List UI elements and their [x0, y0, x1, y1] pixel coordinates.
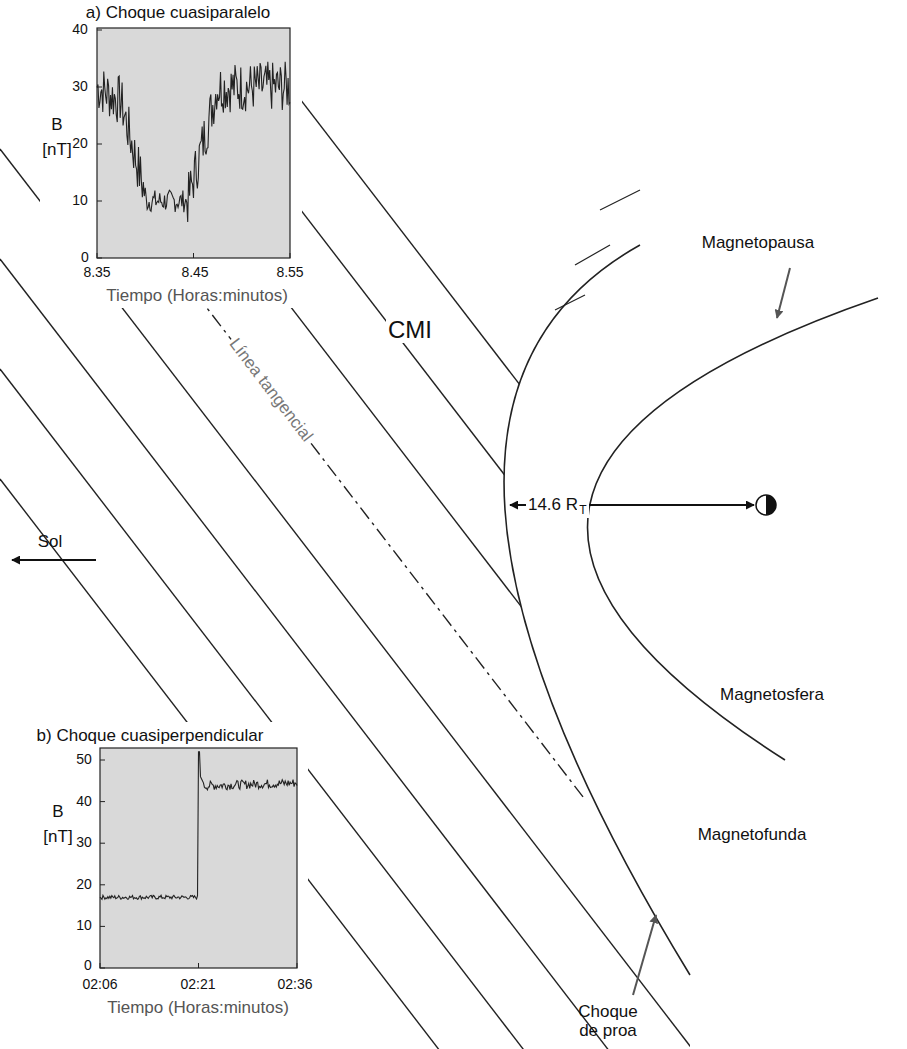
tick-label: 20	[72, 136, 88, 151]
region-label: CMI	[386, 317, 434, 343]
tick	[100, 801, 105, 802]
imf-segment	[575, 245, 610, 265]
tick	[297, 963, 298, 968]
tick	[100, 968, 105, 969]
tick-label: 02:21	[180, 977, 215, 992]
plot-area	[97, 28, 290, 258]
tick	[198, 963, 199, 968]
magnetopause	[588, 298, 878, 760]
inset-backing	[40, 0, 302, 308]
tick	[97, 144, 102, 145]
tick-label: 10	[72, 193, 88, 208]
distance-subscript: T	[577, 504, 588, 517]
tick-label: 30	[72, 79, 88, 94]
tick-label: 8.55	[276, 265, 303, 280]
region-label: Magnetofunda	[698, 826, 807, 845]
tick-label: 40	[76, 794, 92, 809]
sun-arrow	[12, 559, 96, 561]
tick-label: 50	[76, 752, 92, 767]
imf-line	[0, 479, 907, 1049]
imf-line	[0, 369, 907, 1049]
tick-label: 0	[84, 958, 92, 973]
imf-line	[0, 259, 907, 1049]
tick-label: 02:36	[277, 977, 312, 992]
tick	[97, 30, 102, 31]
field-trace	[100, 752, 297, 900]
leader-arrow	[777, 268, 790, 318]
tick	[290, 253, 291, 258]
axis-title: B	[52, 803, 63, 822]
tick-label: 0	[81, 250, 89, 265]
tick-label: 8.45	[181, 265, 208, 280]
distance-label: 14.6 R	[526, 496, 580, 515]
tick-label: 30	[76, 835, 92, 850]
panel-title: b) Choque cuasiperpendicular	[37, 727, 264, 746]
leader-arrow	[633, 915, 656, 995]
earth-night	[766, 495, 776, 515]
tick	[100, 843, 105, 844]
region-label: Magnetosfera	[720, 686, 824, 705]
axis-title: B	[51, 116, 62, 135]
tick	[97, 258, 102, 259]
axis-title: Tiempo (Horas:minutos)	[106, 287, 288, 306]
plot-area	[100, 748, 297, 968]
tick	[100, 884, 105, 885]
region-label: Magnetopausa	[702, 234, 814, 253]
imf-segment	[555, 295, 585, 310]
earth	[756, 495, 776, 515]
imf-segment	[600, 190, 640, 210]
tick	[100, 963, 101, 968]
tick	[193, 253, 194, 258]
axis-title: Tiempo (Horas:minutos)	[107, 999, 289, 1018]
sun-label: Sol	[38, 533, 63, 552]
panel-title: a) Choque cuasiparalelo	[86, 4, 270, 23]
bow-shock	[504, 245, 690, 975]
tick-label: 40	[72, 22, 88, 37]
tick-label: 20	[76, 877, 92, 892]
shock-label: Choque de proa	[573, 1003, 643, 1040]
line-label: Línea tangencial	[223, 333, 316, 446]
tick	[97, 253, 98, 258]
tick-label: 8.35	[83, 265, 110, 280]
tick-label: 10	[76, 918, 92, 933]
tick	[100, 760, 105, 761]
tick-label: 02:06	[82, 977, 117, 992]
axis-unit: [nT]	[43, 828, 72, 847]
axis-unit: [nT]	[42, 141, 71, 160]
tick	[100, 926, 105, 927]
inset-backing	[30, 722, 308, 1022]
field-trace	[97, 62, 290, 222]
tick	[97, 201, 102, 202]
